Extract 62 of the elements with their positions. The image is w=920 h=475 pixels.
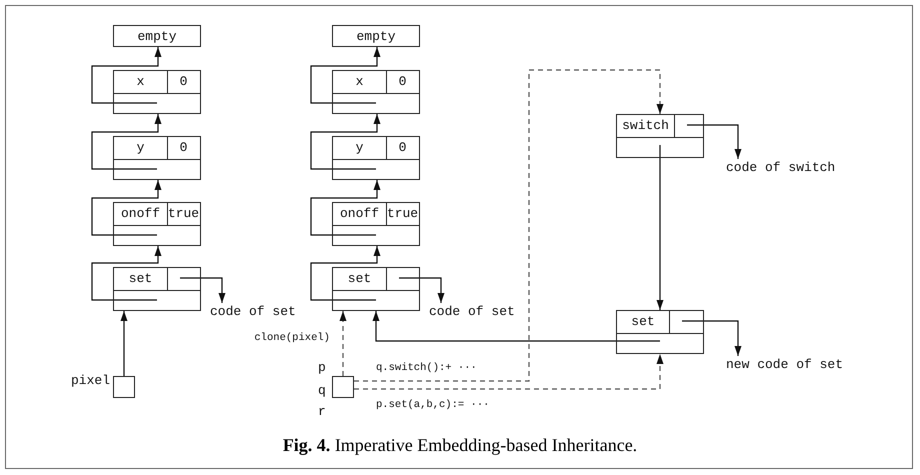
- variable-name: p: [318, 360, 326, 376]
- slot-value: true: [167, 205, 200, 223]
- pointer-arrow: [310, 47, 380, 104]
- pointer-arrow: [656, 145, 664, 310]
- slot-name: y: [136, 139, 146, 157]
- code-label: code of set: [210, 304, 296, 320]
- pointer-arrow: [310, 180, 380, 236]
- slot-name: y: [354, 139, 364, 157]
- pointer-arrow: [91, 47, 162, 104]
- figure-caption: Fig. 4. Imperative Embedding-based Inheritance.: [282, 435, 638, 456]
- pointer-arrow: [310, 246, 380, 301]
- slot-value: 0: [398, 139, 408, 157]
- reference-box: [113, 376, 135, 398]
- slot-record-box: [616, 310, 704, 354]
- pointer-arrow: [91, 246, 162, 301]
- pointer-arrow: [399, 277, 444, 303]
- pointer-arrow: [180, 277, 226, 303]
- slot-value: 0: [178, 73, 188, 91]
- slot-name: onoff: [120, 205, 161, 223]
- edge-label: clone(pixel): [254, 331, 330, 346]
- slot-name: switch: [621, 117, 670, 135]
- slot-name: set: [346, 270, 372, 288]
- reference-box: [332, 376, 354, 398]
- pointer-arrow: [682, 320, 742, 356]
- slot-record-box: [113, 136, 201, 180]
- variable-name: pixel: [70, 373, 110, 389]
- slot-value: 0: [398, 73, 408, 91]
- slot-name: x: [136, 73, 146, 91]
- object-box: [113, 25, 201, 47]
- slot-record-box: [332, 267, 420, 311]
- cell-text: empty: [355, 28, 396, 46]
- code-label: new code of set: [726, 357, 844, 373]
- cell-text: empty: [136, 28, 178, 46]
- dashed-arrow: [340, 311, 346, 376]
- pointer-arrow: [310, 114, 380, 170]
- slot-record-box: [113, 267, 201, 311]
- slot-record-box: [332, 136, 420, 180]
- object-box: [332, 25, 420, 47]
- dashed-arrow: [354, 354, 664, 390]
- variable-name: q: [318, 383, 326, 399]
- slot-record-box: [113, 202, 201, 246]
- code-label: code of switch: [726, 160, 836, 176]
- dashed-arrow: [354, 69, 664, 382]
- edge-label: p.set(a,b,c):= ···: [376, 398, 490, 413]
- pointer-arrow: [687, 124, 742, 159]
- edge-label: q.switch():+ ···: [376, 361, 477, 376]
- pointer-arrow: [91, 114, 162, 170]
- slot-name: set: [128, 270, 154, 288]
- slot-record-box: [113, 70, 201, 114]
- pointer-arrow: [372, 311, 660, 342]
- slot-record-box: [332, 202, 420, 246]
- slot-name: onoff: [338, 205, 380, 223]
- pointer-arrow: [91, 180, 162, 236]
- slot-record-box: [332, 70, 420, 114]
- code-label: code of set: [429, 304, 515, 320]
- slot-name: x: [354, 73, 364, 91]
- pointer-arrow: [120, 311, 128, 376]
- slot-record-box: [616, 114, 704, 158]
- variable-name: r: [318, 404, 326, 420]
- slot-name: set: [630, 313, 656, 331]
- slot-value: true: [386, 205, 419, 223]
- slot-value: 0: [178, 139, 188, 157]
